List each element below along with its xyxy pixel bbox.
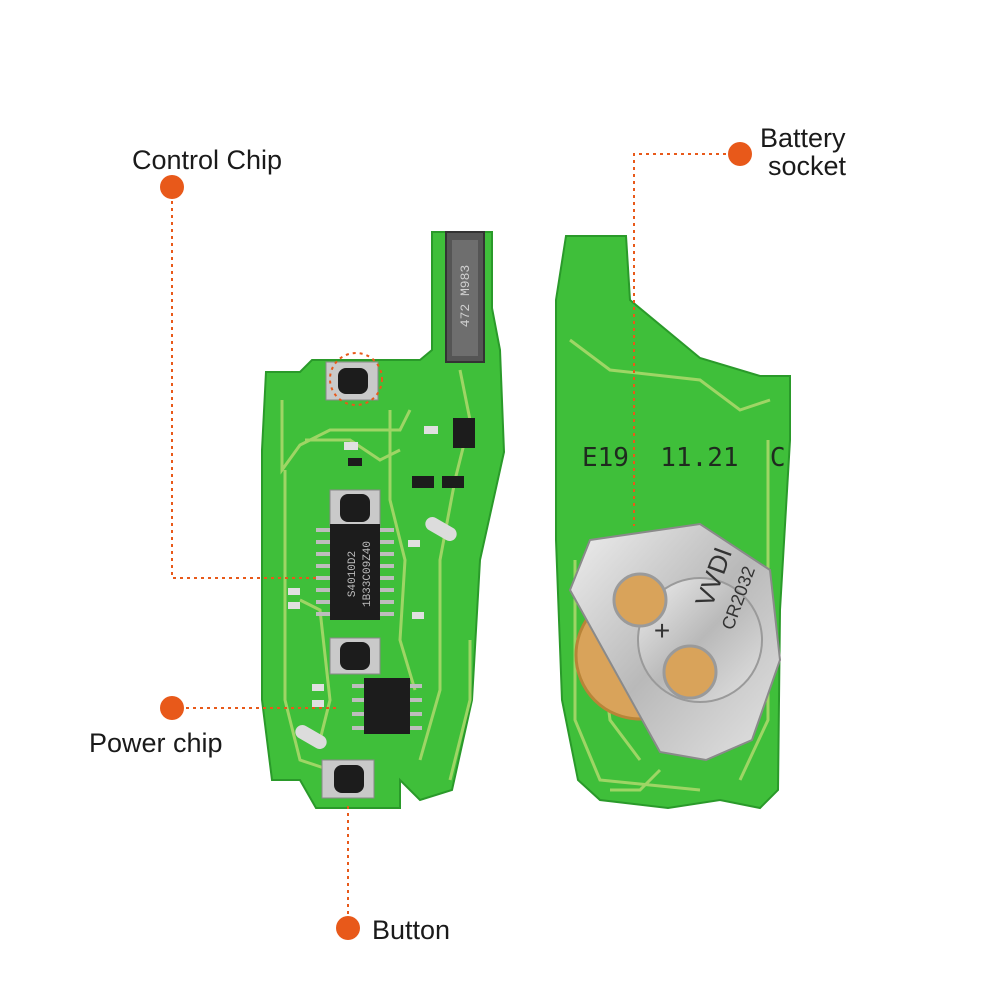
tactile-button <box>321 759 375 799</box>
control-chip-marking-1: S4010D2 <box>347 551 359 597</box>
control-chip-marking-2: 1B33C09Z40 <box>362 541 374 607</box>
power-chip <box>352 678 422 734</box>
callout-dot <box>336 916 360 940</box>
back-pcb <box>555 235 791 810</box>
battery-socket-label: Battery socket <box>760 124 846 180</box>
control-chip <box>316 524 394 620</box>
button-label: Button <box>372 915 451 945</box>
tactile-button <box>329 637 381 675</box>
callout-dot <box>160 175 184 199</box>
battery-plus: + <box>654 615 670 646</box>
tactile-button <box>329 489 381 527</box>
date-code: E19 11.21 C <box>582 443 786 473</box>
battery-socket-label-line2: socket <box>768 151 847 181</box>
connector-marking: 472 M983 <box>458 265 473 327</box>
control-chip-label: Control Chip <box>132 145 283 175</box>
battery-socket-label-line1: Battery <box>760 123 846 153</box>
front-pcb <box>261 231 506 809</box>
callout-dot <box>728 142 752 166</box>
power-chip-label: Power chip <box>89 728 223 758</box>
battery-socket <box>568 522 782 762</box>
callout-dot <box>160 696 184 720</box>
